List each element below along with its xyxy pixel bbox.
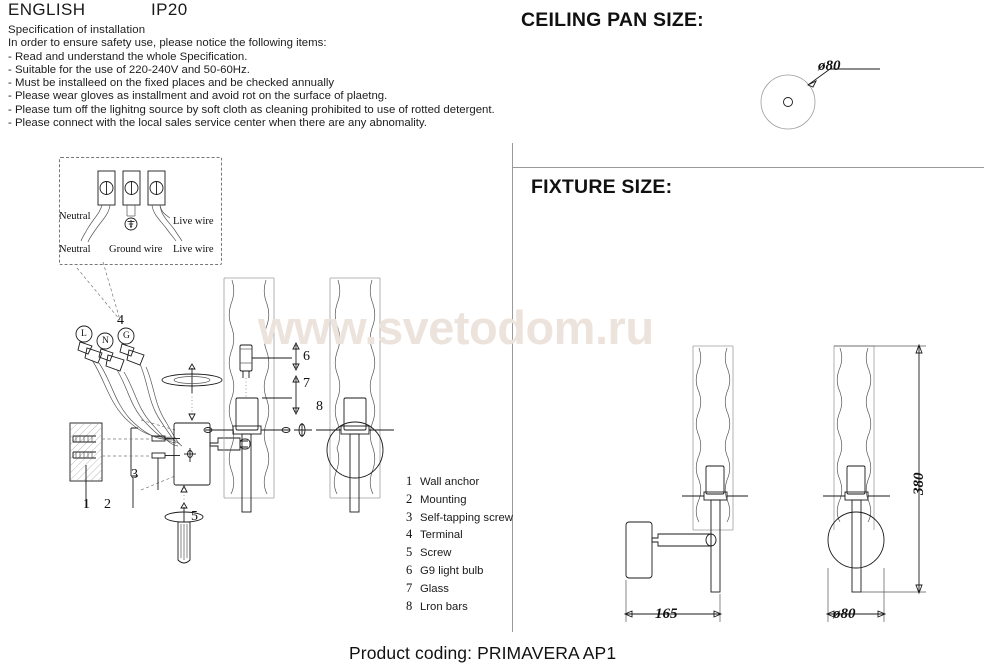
part-label: Lron bars [420,600,468,613]
terminal-letter-G: G [123,331,130,341]
fixture-side-view-drawing [623,345,748,622]
wire-label-neutral-bottom: Neutral [59,244,91,255]
parts-list-item: 2 Mounting [406,492,521,510]
g9-bulb-exploded [239,344,253,378]
parts-list-item: 8 Lron bars [406,599,521,617]
part-number: 5 [406,545,413,560]
wire-label-live-top: Live wire [173,216,214,227]
wire-label-live-bottom: Live wire [173,244,214,255]
part-number: 7 [406,580,413,595]
parts-list: 1 Wall anchor 2 Mounting 3 Self-tapping … [406,474,521,616]
callout-8: 8 [316,399,323,414]
callout-6: 6 [303,349,310,364]
ceiling-pan-diameter-label: ø80 [818,58,841,74]
product-coding-label: Product coding: PRIMAVERA AP1 [349,643,617,663]
fixture-diameter-dimension-label: ø80 [833,606,856,622]
parts-list-item: 6 G9 light bulb [406,563,521,581]
fixture-width-dimension-label: 165 [655,606,678,622]
terminal-letter-N: N [102,336,109,346]
part-label: Glass [420,582,449,595]
fixture-front-view-drawing [823,343,926,622]
document-header: ENGLISH IP20 [8,0,508,22]
callout-5: 5 [191,509,198,524]
part-label: Mounting [420,493,467,506]
terminal-connectors [75,325,145,372]
ceiling-pan-drawing [760,68,880,130]
spec-intro: In order to ensure safety use, please no… [8,37,327,50]
part-label: Terminal [420,529,463,542]
language-label: ENGLISH [8,0,86,19]
wire-label-ground: Ground wire [109,244,163,255]
part-number: 4 [406,527,413,542]
wire-label-neutral-top: Neutral [59,211,91,222]
callout-7: 7 [303,376,310,391]
spec-item: - Please wear gloves as installment and … [8,90,388,103]
spec-item: - Must be installeed on the fixed places… [8,77,335,90]
ceiling-pan-heading: CEILING PAN SIZE: [521,9,704,31]
part-label: G9 light bulb [420,564,484,577]
part-number: 6 [406,562,413,577]
parts-list-item: 3 Self-tapping screw [406,510,521,528]
part-label: Screw [420,547,452,560]
part-number: 3 [406,509,413,524]
callout-6-arrow [292,341,300,372]
specification-block: Specification of installation In order t… [8,24,528,130]
wall-mount-body [173,422,251,486]
spec-item: - Please connect with the local sales se… [8,117,427,130]
part-number: 1 [406,474,413,488]
wiring-diagram-drawing [80,170,183,243]
exploded-assembly-drawing [69,261,394,564]
panel-divider-horizontal [512,167,984,168]
part-label: Self-tapping screw [420,511,513,524]
spec-item: - Suitable for the use of 220-240V and 5… [8,63,250,76]
parts-list-item: 4 Terminal [406,527,521,545]
spec-item: - Please tum off the lighitng source by … [8,103,495,116]
callout-7-arrow [292,374,300,416]
rosette-washer-top [161,363,223,393]
part-label: Wall anchor [420,476,480,488]
callout-1: 1 [83,497,90,512]
spec-title: Specification of installation [8,24,146,36]
part-number: 2 [406,491,413,506]
fixture-size-heading: FIXTURE SIZE: [531,176,673,198]
self-tapping-screws [151,435,180,459]
spec-item: - Read and understand the whole Specific… [8,50,248,63]
part-number: 8 [406,598,413,613]
ip-rating-label: IP20 [151,0,188,19]
callout-4: 4 [117,313,124,328]
wall-anchors [72,435,96,459]
assembled-fixture [316,277,394,513]
socket-exploded [203,397,291,513]
screw-cross-symbol [184,448,196,462]
fixture-height-dimension-label: 380 [911,472,927,496]
glass-tube-exploded [223,277,275,499]
callout-2: 2 [104,497,111,512]
terminal-letter-L: L [81,329,87,339]
iron-bar-symbol [294,423,312,437]
panel-divider-vertical [512,143,513,632]
parts-list-item: 5 Screw [406,545,521,563]
screw-part [164,502,204,564]
mounting-bracket [130,427,138,477]
callout-3: 3 [131,467,138,482]
parts-list-item: 1 Wall anchor [406,474,521,492]
wiring-diagram-box: Neutral Live wire Neutral Ground wire Li… [59,157,222,265]
parts-list-item: 7 Glass [406,581,521,599]
